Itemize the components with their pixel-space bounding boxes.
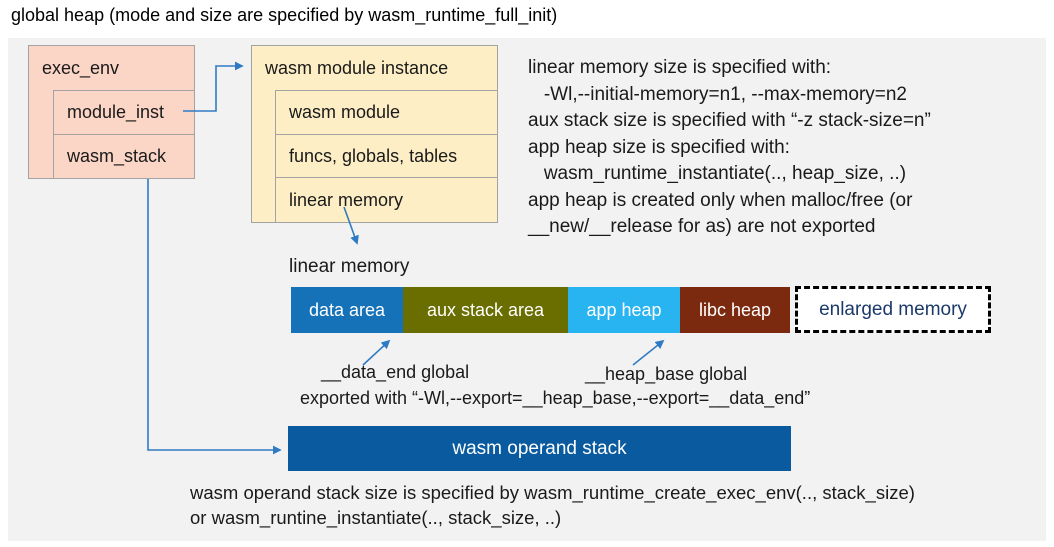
wasm-operand-stack-bar: wasm operand stack	[288, 426, 791, 471]
module-instance-header: wasm module instance	[265, 58, 449, 78]
note-line: or wasm_runtine_instantiate(.., stack_si…	[190, 507, 562, 528]
exported-with-label: exported with “-Wl,--export=__heap_base,…	[300, 388, 811, 408]
exec-env-header: exec_env	[42, 58, 120, 78]
memory-segment-app-heap: app heap	[568, 287, 680, 333]
module-instance-row-wasm-module: wasm module	[275, 90, 498, 135]
note-line: aux stack size is specified with “-z sta…	[528, 110, 931, 131]
memory-segment-enlarged-memory: enlarged memory	[795, 286, 991, 333]
note-line: wasm_runtime_instantiate(.., heap_size, …	[528, 163, 907, 184]
note-line: -Wl,--initial-memory=n1, --max-memory=n2	[528, 83, 907, 105]
exec-env-row-module-inst: module_inst	[53, 90, 195, 135]
linear-memory-label: linear memory	[289, 256, 410, 277]
note-line: __new/__release for as) are not exported	[528, 216, 876, 237]
note-line: wasm operand stack size is specified by …	[190, 482, 915, 503]
memory-segment-libc-heap: libc heap	[680, 287, 790, 333]
module-instance-row-linear-memory: linear memory	[275, 177, 498, 223]
data-end-global-label: __data_end global	[321, 362, 470, 382]
note-line: app heap size is specified with:	[528, 136, 790, 158]
diagram-title: global heap (mode and size are specified…	[11, 5, 558, 25]
memory-segment-aux-stack-area: aux stack area	[403, 287, 568, 333]
operand-stack-notes: wasm operand stack size is specified by …	[190, 480, 915, 530]
heap-base-global-label: __heap_base global	[585, 364, 748, 384]
exec-env-row-wasm-stack: wasm_stack	[53, 134, 195, 179]
note-line: app heap is created only when malloc/fre…	[528, 189, 913, 211]
memory-segment-data-area: data area	[291, 287, 403, 333]
sizing-notes: linear memory size is specified with: -W…	[528, 55, 931, 241]
note-line: linear memory size is specified with:	[528, 57, 832, 78]
module-instance-row-funcs-globals-tables: funcs, globals, tables	[275, 134, 498, 178]
